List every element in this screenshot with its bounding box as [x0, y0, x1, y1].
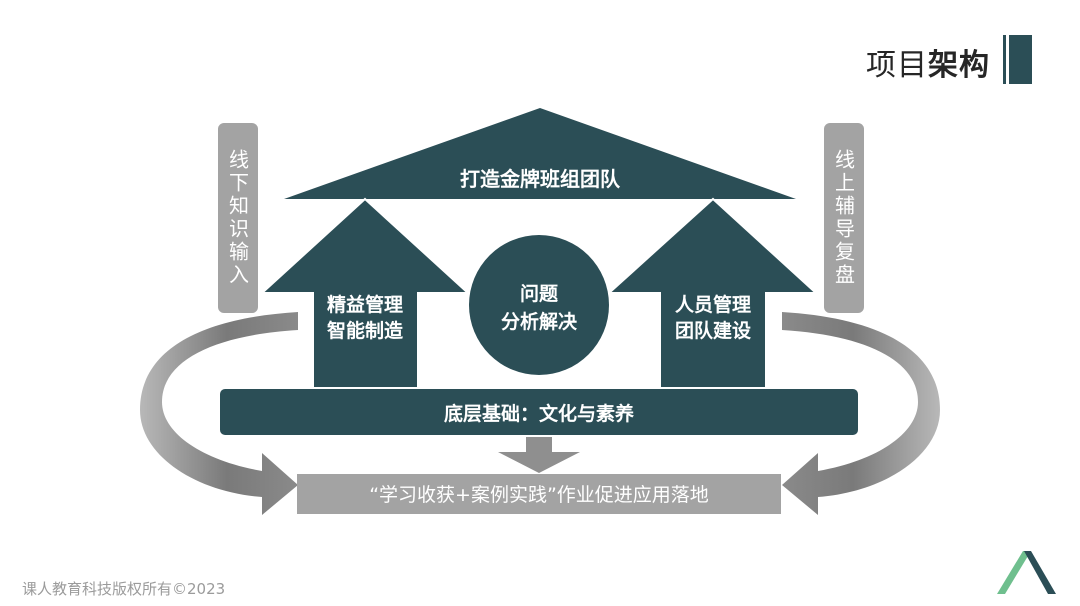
logo-icon [997, 551, 1056, 594]
center-circle-line1: 问题 [520, 283, 558, 305]
title-accent-block [1009, 35, 1032, 84]
title-accent-bar [1003, 35, 1006, 84]
side-label-left: 线下知识输入 [218, 123, 258, 313]
right-pillar-line1: 人员管理 [675, 293, 751, 316]
left-cycle-arrow [140, 312, 298, 515]
roof-triangle [284, 108, 796, 199]
center-circle-line2: 分析解决 [501, 310, 578, 333]
right-pillar-line2: 团队建设 [675, 319, 751, 342]
left-pillar-line2: 智能制造 [327, 319, 404, 342]
right-cycle-arrow [782, 312, 940, 515]
foundation-label: 底层基础：文化与素养 [444, 402, 634, 425]
foundation-bar [218, 387, 860, 437]
left-pillar-line1: 精益管理 [327, 293, 403, 316]
down-arrow [498, 437, 580, 473]
bottom-banner-label: “学习收获+案例实践”作业促进应用落地 [369, 484, 709, 506]
copyright-footer: 课人教育科技版权所有©2023 [22, 580, 226, 598]
bottom-banner [297, 474, 781, 514]
roof-label: 打造金牌班组团队 [460, 167, 621, 191]
center-circle [469, 235, 609, 375]
page-title: 项目架构 [866, 48, 990, 83]
side-label-right: 线上辅导复盘 [824, 123, 864, 313]
